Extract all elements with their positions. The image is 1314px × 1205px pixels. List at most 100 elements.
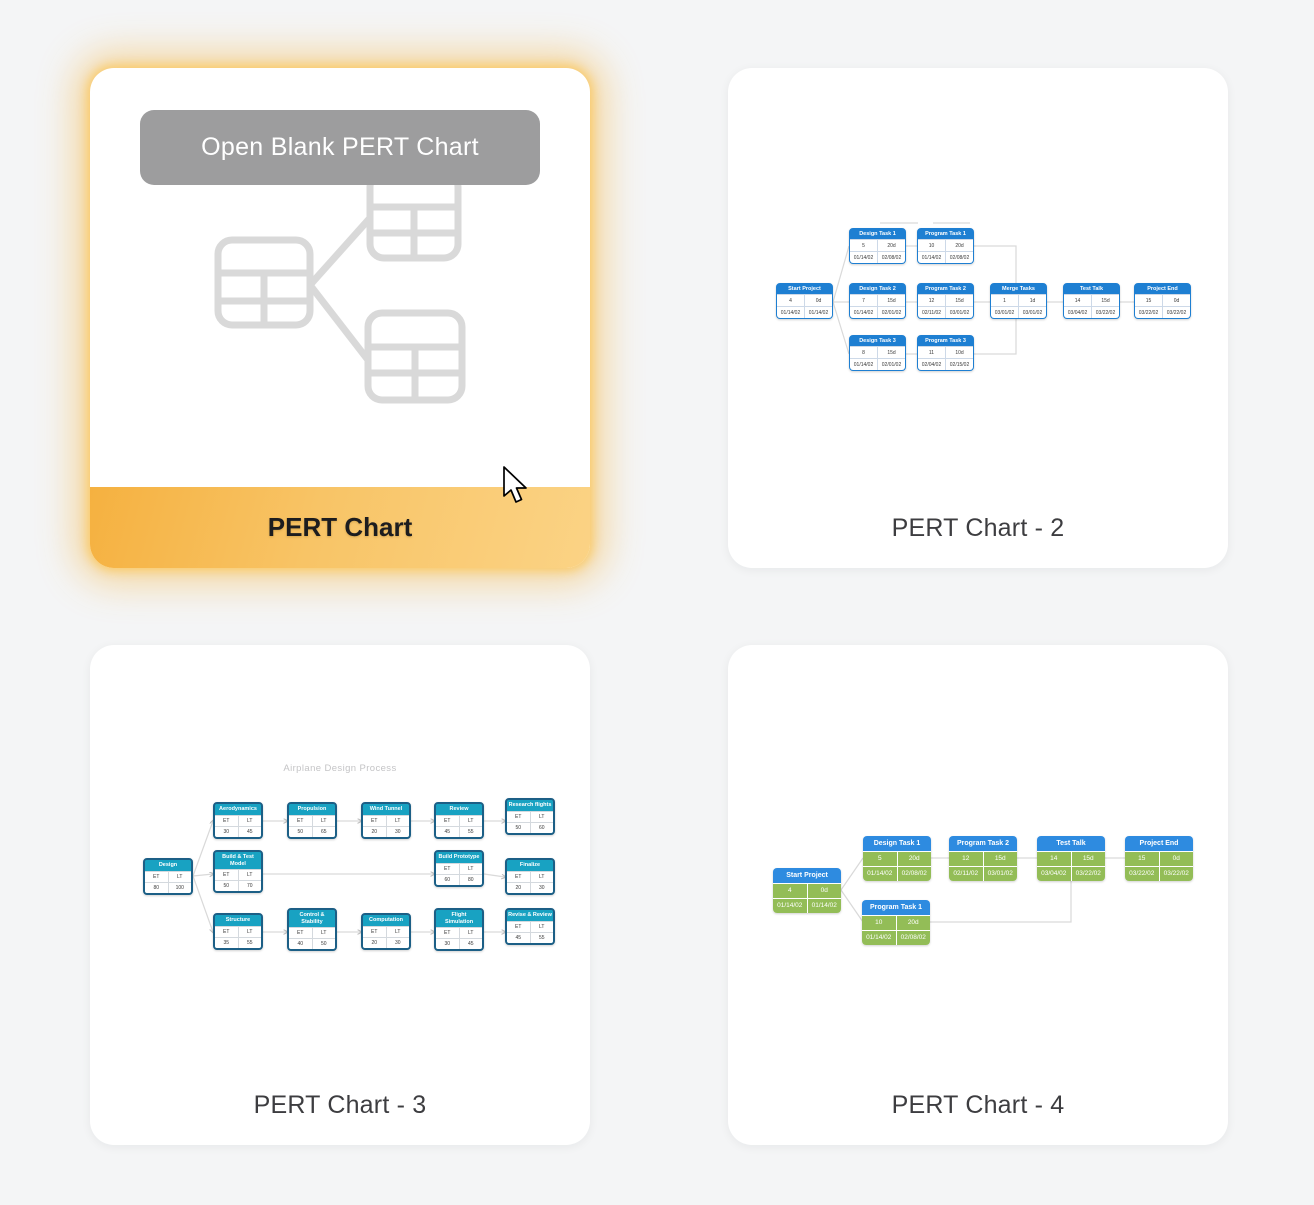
- pert-node-cell: 03/22/02: [1091, 306, 1119, 318]
- pert-node-cell: 20d: [877, 239, 905, 251]
- pert-node-cell: 03/01/02: [1018, 306, 1046, 318]
- pert-node-cell: LT: [237, 814, 261, 826]
- pert-node-cell: LT: [237, 925, 261, 937]
- pert-node-cell: LT: [311, 814, 335, 826]
- pert-node-cell: 15d: [1091, 294, 1119, 306]
- pert-node-cell: LT: [529, 870, 553, 882]
- pert-node-cell: 01/14/02: [850, 306, 877, 318]
- pert-node-cell: 02/04/02: [918, 358, 945, 370]
- pert-node-cell: 01/14/02: [866, 934, 892, 941]
- pert-node-title: Flight Simulation: [436, 910, 482, 927]
- pert-node-cell: 03/22/02: [1158, 867, 1194, 881]
- pert-node-cell: 03/01/02: [982, 867, 1018, 881]
- pert-node-title: Computation: [363, 915, 409, 926]
- pert-node-cell: 03/22/02: [1070, 867, 1106, 881]
- open-blank-pert-chart-button[interactable]: Open Blank PERT Chart: [140, 110, 540, 185]
- pert-node-cell: 20d: [945, 239, 973, 251]
- pert-node-cell: 02/11/02: [953, 870, 979, 877]
- pert-node-cell: 15d: [1070, 852, 1106, 866]
- pert-node-cell: LT: [458, 814, 482, 826]
- pert-node-cell: 01/14/02: [804, 306, 832, 318]
- pert-node-cell: 55: [237, 936, 261, 948]
- pert-node-title: Build Prototype: [436, 852, 482, 863]
- pert-node-cell: LT: [529, 920, 553, 932]
- pert-node-cell: 20: [363, 825, 386, 837]
- pert-node-cell: 100: [167, 881, 191, 893]
- pert-node-cell: 14: [1064, 294, 1091, 306]
- pert-node-cell: 01/14/02: [806, 899, 842, 913]
- pert-node-cell: LT: [458, 927, 482, 938]
- pert-node-title: Test Talk: [1064, 284, 1119, 294]
- pert-node-cell: 5: [850, 239, 877, 251]
- pert-node-title: Test Talk: [1037, 836, 1105, 851]
- pert-node-cell: 15: [1138, 855, 1146, 862]
- pert-node-title: Program Task 2: [949, 836, 1017, 851]
- mouse-cursor: [503, 466, 527, 503]
- card-pert-chart-blank[interactable]: Open Blank PERT Chart PERT Chart: [90, 68, 590, 568]
- pert-node-title: Review: [436, 804, 482, 815]
- pert-node-cell: 20d: [895, 916, 931, 930]
- pert-node-cell: LT: [458, 862, 482, 874]
- pert-node-cell: 5: [877, 855, 882, 862]
- pert-node-cell: ET: [436, 862, 459, 874]
- pert-node-cell: 50: [311, 938, 335, 949]
- pert-node-cell: 15d: [877, 294, 905, 306]
- pert-node-cell: 1d: [1018, 294, 1046, 306]
- pert-node-cell: 45: [458, 938, 482, 949]
- card-title-pert2: PERT Chart - 2: [891, 514, 1065, 542]
- pert-node-cell: ET: [289, 814, 312, 826]
- pert-node-cell: 0d: [1158, 852, 1194, 866]
- pert-node-cell: 50: [507, 821, 530, 833]
- pert-node-cell: 01/14/02: [850, 251, 877, 263]
- pert-node-cell: 30: [529, 881, 553, 893]
- pert-node-cell: 10d: [945, 346, 973, 358]
- pert-node-cell: 02/08/02: [896, 867, 932, 881]
- pert-node-cell: 70: [237, 880, 261, 891]
- card-footer: PERT Chart: [90, 487, 590, 568]
- pert-node-cell: LT: [237, 869, 261, 880]
- pert-node-cell: 15d: [877, 346, 905, 358]
- pert-node-title: Start Project: [777, 284, 832, 294]
- pert-node-cell: 0d: [806, 884, 842, 898]
- pert-node-cell: 40: [289, 938, 312, 949]
- pert-node-cell: 45: [436, 825, 459, 837]
- pert-node-cell: 80: [458, 873, 482, 885]
- pert-node-cell: ET: [363, 925, 386, 937]
- pert-node-cell: 0d: [804, 294, 832, 306]
- pert-node-cell: 02/11/02: [918, 306, 945, 318]
- pert-node-title: Merge Tasks: [991, 284, 1046, 294]
- pert-node-cell: 55: [529, 931, 553, 943]
- pert-node-cell: 0d: [1162, 294, 1190, 306]
- pert-node-cell: 03/04/02: [1064, 306, 1091, 318]
- pert-node-title: Design Task 3: [850, 336, 905, 346]
- pert-node-cell: 35: [215, 936, 238, 948]
- pert-node-cell: ET: [145, 870, 168, 882]
- pert-node-title: Propulsion: [289, 804, 335, 815]
- pert-node-cell: 4: [787, 887, 792, 894]
- pert-node-cell: 60: [436, 873, 459, 885]
- pert-node-cell: 14: [1050, 855, 1058, 862]
- pert-node-cell: ET: [507, 810, 530, 822]
- pert-node-cell: 50: [289, 825, 312, 837]
- pert-node-title: Program Task 1: [862, 900, 930, 915]
- diagram-title: Airplane Design Process: [283, 763, 397, 774]
- card-title-pert4: PERT Chart - 4: [891, 1091, 1065, 1119]
- pert-edges: [840, 857, 1125, 923]
- pert-node-cell: ET: [215, 869, 238, 880]
